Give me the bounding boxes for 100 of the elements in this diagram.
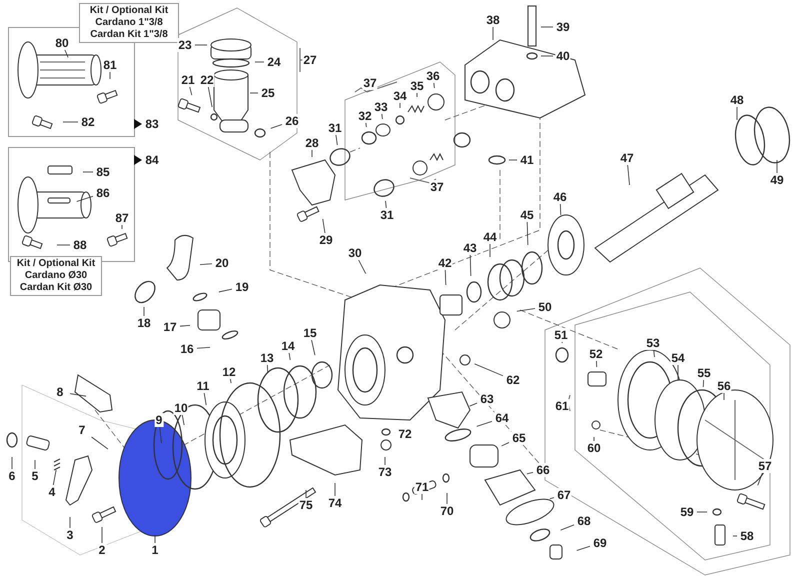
leader-line [560, 204, 562, 216]
callout-number: 85 [95, 165, 111, 179]
callout-number: 57 [757, 459, 773, 473]
leader-line [182, 414, 184, 426]
leader-line [381, 114, 383, 120]
callout-number: 11 [196, 379, 210, 393]
callout-number: 13 [259, 351, 275, 365]
callout-number: 69 [592, 536, 608, 550]
callout-number: 41 [519, 153, 535, 167]
callout-number: 49 [769, 173, 785, 187]
leader-line [560, 524, 574, 531]
callout-number: 55 [696, 366, 712, 380]
leader-line [476, 420, 492, 427]
callout-number: 26 [284, 114, 300, 128]
leader-line [433, 82, 435, 88]
callout-number: 1 [150, 543, 160, 557]
callout-number: 53 [645, 336, 661, 350]
callout-number: 21 [180, 73, 196, 87]
callout-number: 40 [555, 49, 571, 63]
callout-number: 23 [177, 38, 193, 52]
leader-line [470, 254, 472, 276]
leader-line [358, 260, 366, 274]
callout-number: 50 [537, 300, 553, 314]
callout-number: 7 [78, 423, 86, 437]
callout-number: 31 [379, 208, 395, 222]
callout-number: 8 [56, 385, 64, 399]
callout-number: 70 [439, 504, 455, 518]
leader-line [56, 244, 70, 246]
callout-number: 14 [280, 339, 296, 353]
callout-number: 81 [102, 58, 118, 72]
leader-line [200, 263, 212, 266]
leader-line [596, 360, 598, 368]
leader-line [776, 160, 778, 174]
callout-number: 32 [357, 109, 373, 123]
leader-line [526, 222, 528, 246]
callout-number: 73 [377, 465, 393, 479]
leader-line [474, 364, 504, 376]
leader-line [757, 472, 763, 486]
leader-line [627, 164, 630, 186]
callout-number: 22 [199, 73, 215, 87]
leader-line [526, 472, 534, 474]
callout-number: 67 [556, 488, 572, 502]
callout-number: 84 [144, 153, 160, 167]
leader-line [540, 26, 554, 28]
callout-number: 34 [392, 89, 408, 103]
callout-number: 6 [8, 469, 16, 483]
callout-number: 86 [95, 186, 111, 200]
callout-number: 82 [80, 115, 96, 129]
callout-number: 43 [462, 241, 478, 255]
callout-number: 5 [30, 469, 40, 483]
callout-number: 88 [72, 238, 88, 252]
leader-line [516, 308, 536, 312]
callout-number: 33 [373, 100, 389, 114]
callout-number: 18 [136, 316, 152, 330]
kit-heading: Kit / Optional Kit Cardano 1"3/8 Cardan Kit 1"3/8 [79, 3, 179, 43]
callout-number: 20 [214, 256, 230, 270]
callout-number: 87 [114, 211, 130, 225]
callout-number: 75 [298, 498, 314, 512]
leader-line [250, 92, 258, 94]
callout-number: 71 [414, 480, 430, 494]
leader-line [266, 364, 268, 374]
callout-number: 42 [437, 256, 453, 270]
leader-line [492, 26, 494, 40]
kit-heading: Kit / Optional Kit Cardano Ø30 Cardan Kit Ø30 [10, 256, 102, 296]
leader-line [204, 392, 207, 406]
leader-line [501, 442, 510, 446]
callout-number: 29 [318, 233, 334, 247]
callout-number: 56 [716, 379, 732, 393]
callout-number: 37 [362, 76, 378, 90]
leader-line [334, 482, 336, 496]
leader-line [194, 44, 208, 46]
callout-number: 60 [586, 441, 602, 455]
callout-number: 83 [144, 117, 160, 131]
callout-number: 24 [266, 55, 282, 69]
callout-number: 80 [54, 36, 70, 50]
leader-line [311, 340, 316, 356]
callout-number: 62 [505, 373, 521, 387]
callout-number: 46 [552, 190, 568, 204]
callout-number: 30 [347, 246, 363, 260]
leader-line [446, 492, 448, 504]
callout-number: 37 [429, 180, 445, 194]
leader-line [34, 460, 36, 470]
callout-number: 54 [670, 351, 686, 365]
callout-number: 9 [154, 413, 164, 427]
callout-number: 36 [425, 69, 441, 83]
callout-number: 63 [479, 392, 495, 406]
leader-line [549, 497, 554, 500]
leader-line [416, 92, 418, 98]
callout-number: 12 [221, 365, 237, 379]
leader-line [70, 393, 86, 397]
callout-number: 48 [729, 93, 745, 107]
callout-number: 35 [409, 79, 425, 93]
leader-line [385, 200, 387, 208]
callout-number: 47 [619, 151, 635, 165]
leader-line [288, 352, 291, 360]
callout-number: 25 [260, 86, 276, 100]
callout-number: 66 [535, 463, 551, 477]
leader-line [736, 106, 738, 120]
callout-number: 10 [173, 401, 189, 415]
leader-line [154, 534, 156, 544]
